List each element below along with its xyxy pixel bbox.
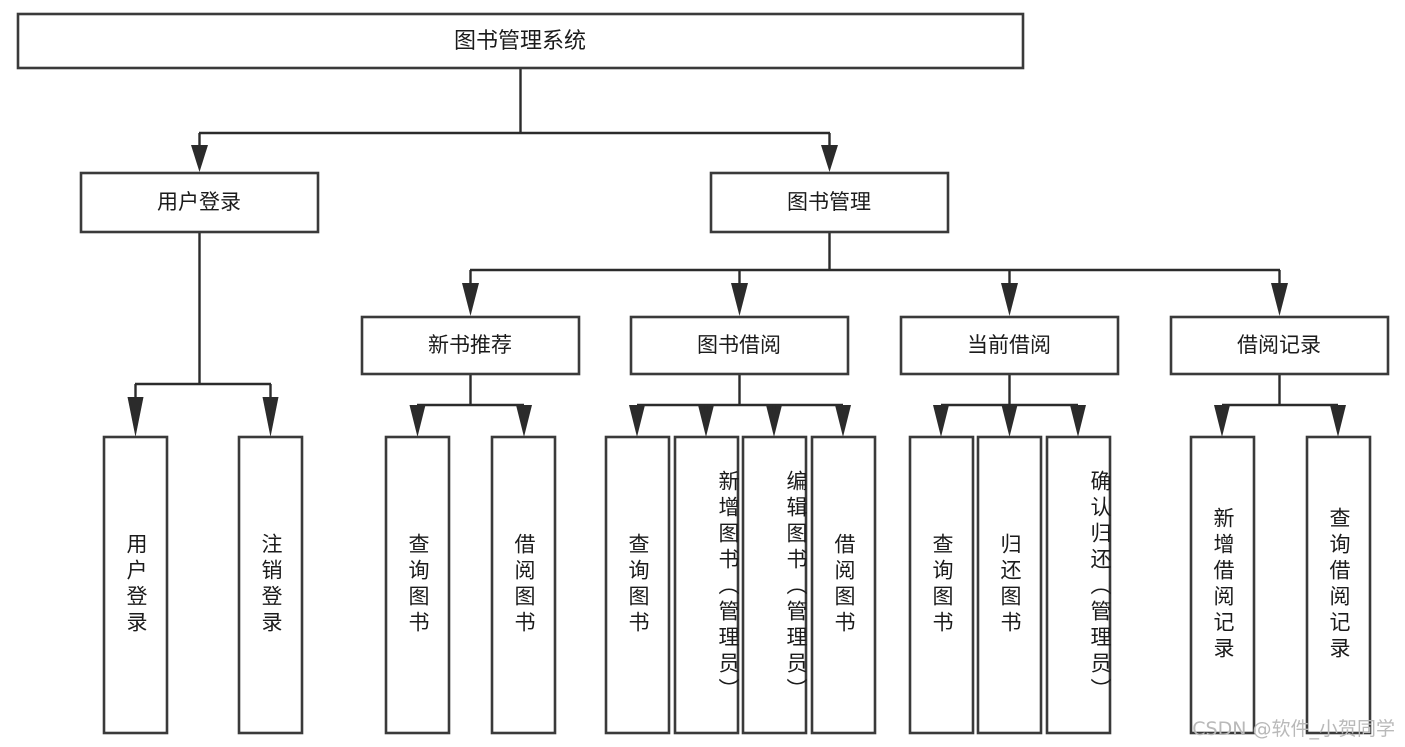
arrowhead-leaf-logout xyxy=(262,397,279,437)
node-current-borrow[interactable] xyxy=(899,315,1120,376)
leaf-user-login-logout[interactable] xyxy=(237,435,304,735)
leaf-record-query[interactable] xyxy=(1305,435,1372,735)
leaf-new-book-borrow[interactable] xyxy=(490,435,557,735)
node-borrow-record[interactable] xyxy=(1169,315,1390,376)
leaf-borrow-query[interactable] xyxy=(604,435,671,735)
csdn-watermark: CSDN @软件_小贺同学 xyxy=(1192,718,1395,740)
arrowhead-currentborrow-leaf-3 xyxy=(1070,405,1086,437)
label-user-login: 用户登录 xyxy=(157,190,241,214)
connector-group-currentborrow-leaves xyxy=(933,374,1086,437)
node-book-manage[interactable] xyxy=(709,171,950,234)
node-new-book-recommend[interactable] xyxy=(360,315,581,376)
connector-group-root-to-level2 xyxy=(191,68,838,172)
arrowhead-borrowrecord-leaf-2 xyxy=(1330,405,1346,437)
node-book-borrow[interactable] xyxy=(629,315,850,376)
arrowhead-newbook-leaf-1 xyxy=(409,405,426,437)
leaf-borrow-borrow[interactable] xyxy=(810,435,877,735)
arrowhead-current-borrow xyxy=(1001,283,1018,316)
arrowhead-borrowrecord-leaf-1 xyxy=(1214,405,1230,437)
label-new-book-recommend: 新书推荐 xyxy=(428,333,512,357)
connector-group-userlogin-leaves xyxy=(127,232,279,437)
connector-group-bookmanage-to-level3 xyxy=(462,232,1288,316)
label-borrow-record: 借阅记录 xyxy=(1237,333,1321,357)
connector-group-borrowrecord-leaves xyxy=(1214,374,1346,437)
leaf-current-return[interactable] xyxy=(976,435,1043,735)
node-user-login[interactable] xyxy=(79,171,320,234)
arrowhead-new-book xyxy=(462,283,479,316)
label-current-borrow: 当前借阅 xyxy=(967,333,1051,357)
arrowhead-borrowbook-leaf-4 xyxy=(835,405,851,437)
label-book-manage: 图书管理 xyxy=(787,190,871,214)
label-root-system: 图书管理系统 xyxy=(454,29,586,54)
arrowhead-leaf-user-login xyxy=(127,397,144,437)
arrowhead-user-login xyxy=(191,145,208,172)
connector-group-borrowbook-leaves xyxy=(629,374,851,437)
label-book-borrow: 图书借阅 xyxy=(697,333,781,357)
arrowhead-borrowbook-leaf-2 xyxy=(698,405,714,437)
node-root-system[interactable] xyxy=(16,12,1025,70)
leaf-record-add[interactable] xyxy=(1189,435,1256,735)
arrowhead-borrowbook-leaf-3 xyxy=(766,405,782,437)
arrowhead-currentborrow-leaf-1 xyxy=(933,405,949,437)
arrowhead-borrowbook-leaf-1 xyxy=(629,405,645,437)
leaf-current-query[interactable] xyxy=(908,435,975,735)
arrowhead-borrow-book xyxy=(731,283,748,316)
leaf-current-confirm[interactable] xyxy=(1045,435,1112,735)
connector-group-newbook-leaves xyxy=(409,374,532,437)
arrowhead-borrow-record xyxy=(1271,283,1288,316)
leaf-borrow-add[interactable] xyxy=(673,435,740,735)
arrowhead-book-manage xyxy=(821,145,838,172)
arrowhead-currentborrow-leaf-2 xyxy=(1001,405,1018,437)
leaf-new-book-query[interactable] xyxy=(384,435,451,735)
arrowhead-newbook-leaf-2 xyxy=(516,405,532,437)
leaf-user-login-login[interactable] xyxy=(102,435,169,735)
leaf-borrow-edit[interactable] xyxy=(741,435,808,735)
